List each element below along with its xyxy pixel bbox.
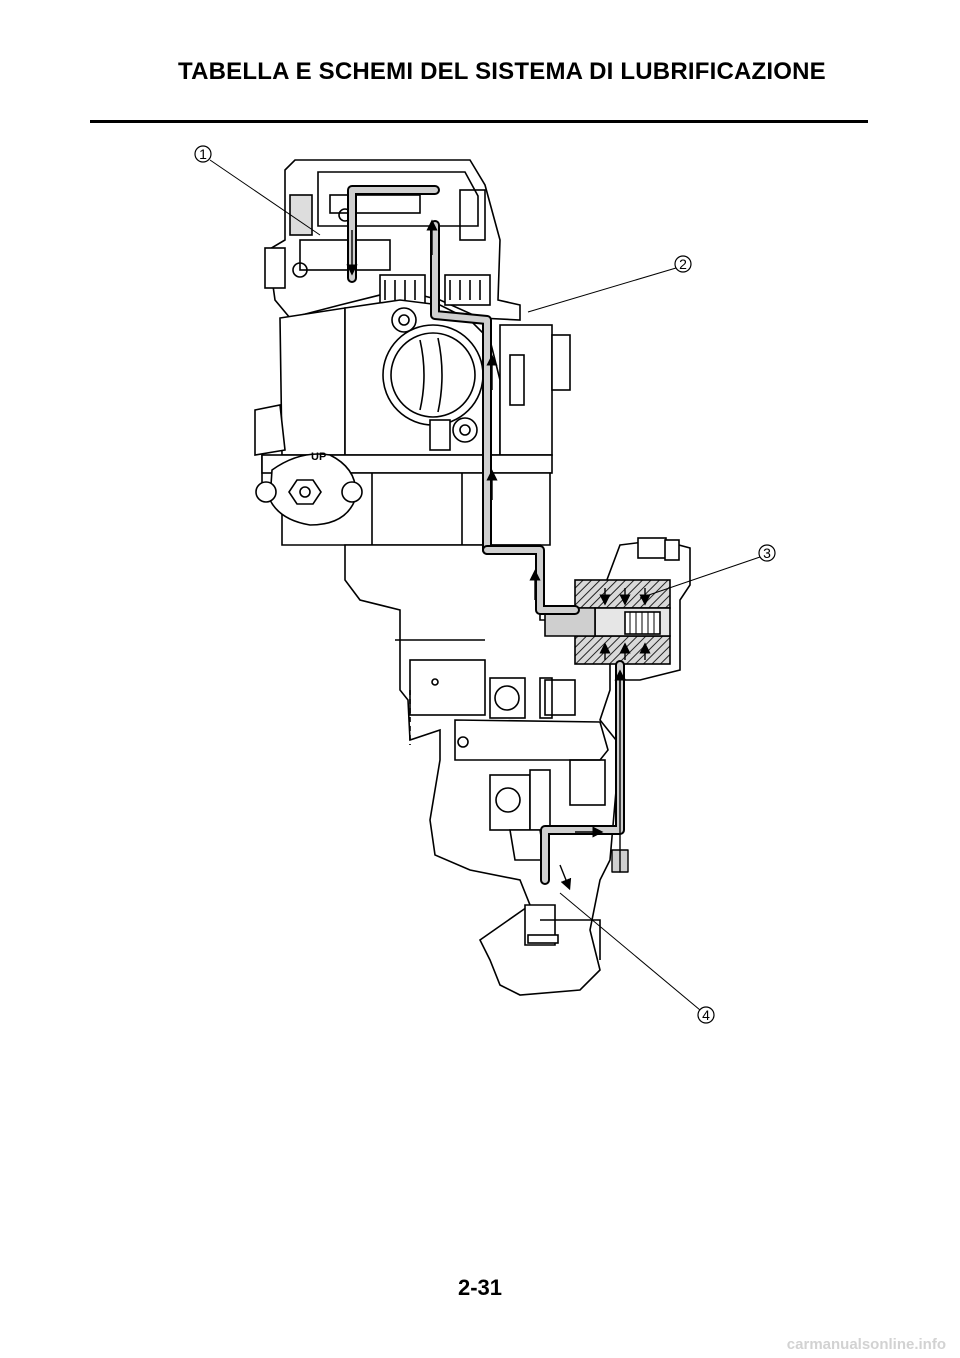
callout-4: 4	[702, 1007, 710, 1023]
title-divider	[90, 120, 868, 123]
page-title: TABELLA E SCHEMI DEL SISTEMA DI LUBRIFIC…	[178, 58, 826, 85]
up-label: UP	[311, 451, 326, 463]
crankcase	[344, 544, 621, 996]
watermark: carmanualsonline.info	[786, 1336, 946, 1353]
callouts: 1 2 3 4	[194, 145, 776, 1024]
page-number: 2-31	[457, 1275, 503, 1300]
flow-arrows	[346, 219, 651, 891]
callout-3: 3	[763, 545, 771, 561]
cylinder-head	[264, 159, 521, 321]
mount-boss: UP	[255, 451, 363, 526]
callout-1: 1	[199, 146, 207, 162]
callout-2: 2	[679, 256, 687, 272]
